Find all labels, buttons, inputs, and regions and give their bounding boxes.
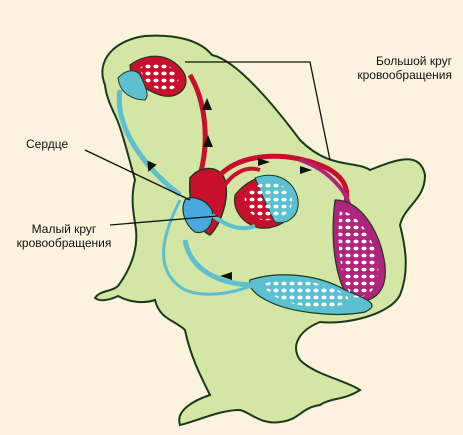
label-systemic-circulation: Большой круг кровообращения xyxy=(340,54,452,82)
label-heart: Сердце xyxy=(26,137,68,151)
label-systemic-line1: Большой круг xyxy=(340,54,452,68)
label-pulmonary-line2: кровообращения xyxy=(14,236,114,250)
label-pulmonary-line1: Малый круг xyxy=(14,222,114,236)
label-heart-text: Сердце xyxy=(26,137,68,151)
label-pulmonary-circulation: Малый круг кровообращения xyxy=(14,222,114,250)
label-systemic-line2: кровообращения xyxy=(340,68,452,82)
